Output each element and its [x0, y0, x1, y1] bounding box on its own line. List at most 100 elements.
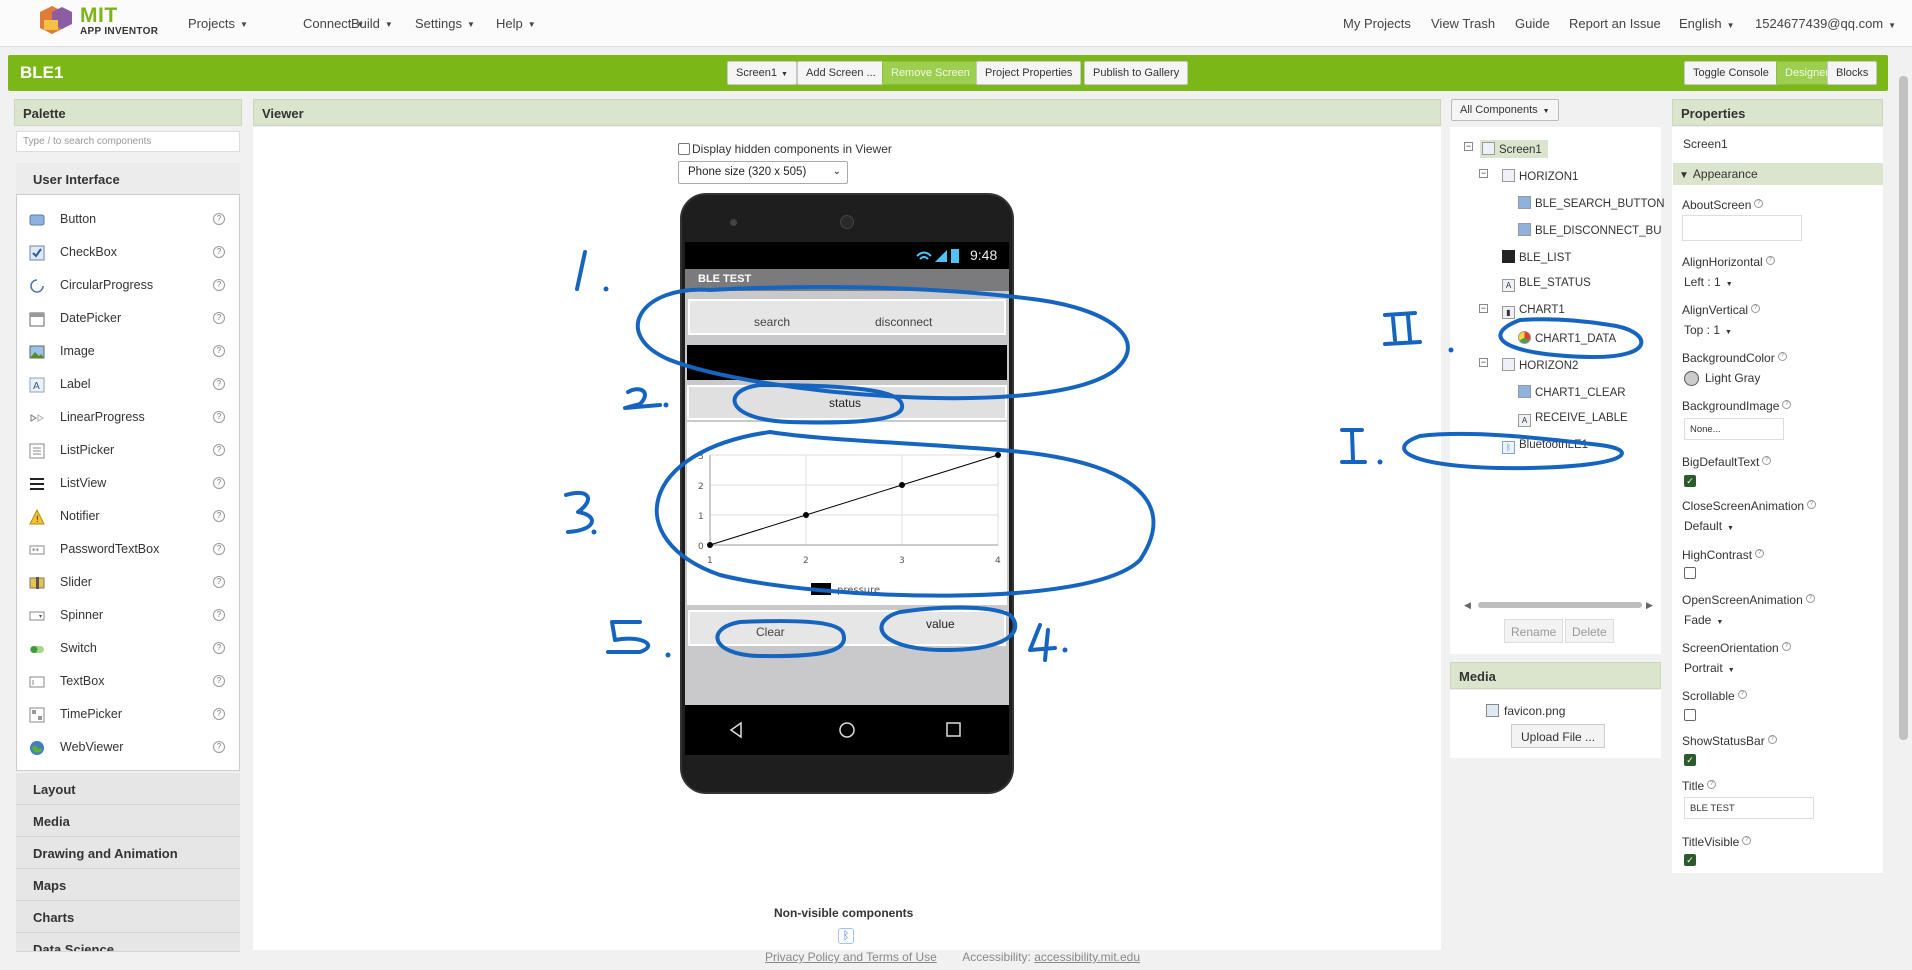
- tree-item-ble-list[interactable]: BLE_LIST: [1502, 250, 1571, 264]
- palette-item-spinner[interactable]: Spinner ?: [17, 599, 239, 632]
- screen-select[interactable]: Screen1▼: [727, 61, 797, 85]
- help-icon[interactable]: ?: [213, 675, 225, 687]
- help-icon[interactable]: ?: [213, 609, 225, 621]
- help-icon[interactable]: ?: [213, 411, 225, 423]
- palette-item-slider[interactable]: Slider ?: [17, 566, 239, 599]
- back-icon[interactable]: [729, 721, 742, 739]
- menu-build[interactable]: Build▼: [351, 16, 393, 31]
- help-icon[interactable]: ?: [213, 708, 225, 720]
- high-contrast-checkbox[interactable]: [1684, 567, 1696, 579]
- tree-item-chart1-data[interactable]: CHART1_DATA: [1518, 331, 1616, 345]
- palette-item-switch[interactable]: Switch ?: [17, 632, 239, 665]
- toggle-console-button[interactable]: Toggle Console: [1684, 61, 1778, 85]
- tree-item-horizon2[interactable]: HORIZON2: [1502, 358, 1578, 372]
- upload-file-button[interactable]: Upload File ...: [1511, 724, 1606, 748]
- display-hidden-checkbox[interactable]: Display hidden components in Viewer: [678, 142, 892, 156]
- palette-item-listpicker[interactable]: ListPicker ?: [17, 434, 239, 467]
- components-filter-select[interactable]: All Components▼: [1451, 99, 1559, 121]
- help-icon[interactable]: ?: [213, 312, 225, 324]
- palette-category-media[interactable]: Media: [16, 805, 240, 837]
- page-scroll-thumb[interactable]: [1899, 76, 1908, 740]
- show-status-bar-checkbox[interactable]: ✓: [1684, 754, 1696, 766]
- tree-item-chart1-clear[interactable]: CHART1_CLEAR: [1518, 385, 1626, 399]
- tree-item-ble-disconnect-button[interactable]: BLE_DISCONNECT_BU: [1518, 223, 1662, 237]
- checkbox-icon[interactable]: [678, 143, 690, 155]
- help-icon[interactable]: ?: [213, 642, 225, 654]
- tree-item-screen1[interactable]: Screen1: [1480, 140, 1548, 158]
- search-button[interactable]: search: [754, 315, 791, 329]
- collapse-icon[interactable]: −: [1479, 357, 1488, 367]
- big-default-text-checkbox[interactable]: ✓: [1684, 475, 1696, 487]
- help-icon[interactable]: ?: [213, 213, 225, 225]
- palette-item-datepicker[interactable]: DatePicker ?: [17, 302, 239, 335]
- phone-size-select[interactable]: Phone size (320 x 505)⌄: [678, 161, 848, 184]
- project-properties-button[interactable]: Project Properties: [976, 61, 1082, 85]
- align-vertical-select[interactable]: Top : 1▼: [1684, 323, 1732, 337]
- help-icon[interactable]: ?: [213, 279, 225, 291]
- appearance-group[interactable]: ▼Appearance: [1673, 163, 1883, 185]
- accessibility-link[interactable]: accessibility.mit.edu: [1034, 950, 1141, 964]
- about-screen-textarea[interactable]: [1682, 215, 1802, 241]
- privacy-link[interactable]: Privacy Policy and Terms of Use: [765, 950, 937, 964]
- title-input[interactable]: BLE TEST: [1684, 797, 1814, 819]
- disconnect-button[interactable]: disconnect: [875, 315, 933, 329]
- menu-help[interactable]: Help▼: [496, 16, 536, 31]
- palette-item-circularprogress[interactable]: CircularProgress ?: [17, 269, 239, 302]
- palette-item-checkbox[interactable]: CheckBox ?: [17, 236, 239, 269]
- palette-item-button[interactable]: Button ?: [17, 203, 239, 236]
- app-inventor-logo[interactable]: MIT APP INVENTOR: [30, 2, 160, 42]
- tree-item-horizon1[interactable]: HORIZON1: [1502, 169, 1578, 183]
- palette-item-image[interactable]: Image ?: [17, 335, 239, 368]
- background-color-select[interactable]: Light Gray: [1684, 371, 1760, 386]
- link-view-trash[interactable]: View Trash: [1431, 16, 1496, 31]
- orientation-select[interactable]: Portrait▼: [1684, 661, 1735, 675]
- tree-item-chart1[interactable]: ▮CHART1: [1502, 304, 1565, 319]
- collapse-icon[interactable]: −: [1464, 141, 1473, 151]
- palette-item-notifier[interactable]: ! Notifier ?: [17, 500, 239, 533]
- palette-item-webviewer[interactable]: WebViewer ?: [17, 731, 239, 764]
- link-report-issue[interactable]: Report an Issue: [1569, 16, 1661, 31]
- palette-item-textbox[interactable]: I TextBox ?: [17, 665, 239, 698]
- help-icon[interactable]: ?: [213, 741, 225, 753]
- align-horizontal-select[interactable]: Left : 1▼: [1684, 275, 1733, 289]
- help-icon[interactable]: ?: [213, 345, 225, 357]
- palette-search-input[interactable]: Type / to search components: [16, 131, 240, 152]
- recents-icon[interactable]: [946, 722, 961, 737]
- palette-item-timepicker[interactable]: TimePicker ?: [17, 698, 239, 731]
- palette-category-user-interface[interactable]: User Interface: [16, 163, 240, 195]
- title-visible-checkbox[interactable]: ✓: [1684, 854, 1696, 866]
- help-icon[interactable]: ?: [213, 378, 225, 390]
- media-file-favicon[interactable]: favicon.png: [1486, 704, 1565, 718]
- ble-list-view[interactable]: [687, 345, 1007, 380]
- clear-button[interactable]: Clear: [756, 625, 785, 639]
- help-icon[interactable]: ?: [213, 477, 225, 489]
- link-guide[interactable]: Guide: [1515, 16, 1550, 31]
- remove-screen-button[interactable]: Remove Screen: [882, 61, 979, 85]
- palette-item-listview[interactable]: ListView ?: [17, 467, 239, 500]
- blocks-button[interactable]: Blocks: [1827, 61, 1878, 85]
- palette-category-drawing[interactable]: Drawing and Animation: [16, 837, 240, 869]
- palette-item-passwordtextbox[interactable]: ** PasswordTextBox ?: [17, 533, 239, 566]
- delete-button[interactable]: Delete: [1565, 619, 1614, 643]
- home-icon[interactable]: [839, 722, 855, 738]
- open-animation-select[interactable]: Fade▼: [1684, 613, 1724, 627]
- menu-connect[interactable]: Connect▼: [303, 16, 365, 31]
- close-animation-select[interactable]: Default▼: [1684, 519, 1734, 533]
- help-icon[interactable]: ?: [213, 246, 225, 258]
- collapse-icon[interactable]: −: [1479, 303, 1488, 313]
- palette-category-data-science[interactable]: Data Science: [16, 933, 240, 952]
- tree-item-ble-search-button[interactable]: BLE_SEARCH_BUTTON: [1518, 196, 1665, 210]
- account-menu[interactable]: 1524677439@qq.com▼: [1755, 16, 1897, 31]
- add-screen-button[interactable]: Add Screen ...: [797, 61, 885, 85]
- publish-gallery-button[interactable]: Publish to Gallery: [1084, 61, 1189, 85]
- collapse-icon[interactable]: −: [1479, 168, 1488, 178]
- bluetooth-icon[interactable]: ᛒ: [838, 928, 854, 944]
- help-icon[interactable]: ?: [213, 444, 225, 456]
- rename-button[interactable]: Rename: [1504, 619, 1564, 643]
- menu-projects[interactable]: Projects▼: [188, 16, 248, 31]
- help-icon[interactable]: ?: [213, 576, 225, 588]
- palette-item-label[interactable]: A Label ?: [17, 368, 239, 401]
- horizontal-arrangement-1[interactable]: [688, 299, 1006, 335]
